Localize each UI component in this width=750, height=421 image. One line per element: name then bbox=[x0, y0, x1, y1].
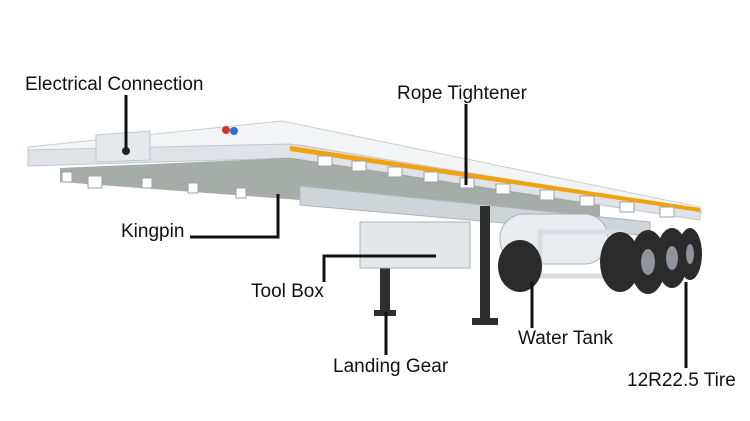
label-tire: 12R22.5 Tire bbox=[627, 370, 736, 391]
air-connector-red bbox=[222, 126, 230, 134]
electrical-connector bbox=[122, 147, 130, 155]
leader-tool-box bbox=[322, 254, 436, 282]
trailer-yellow-stripe bbox=[290, 146, 700, 212]
label-tool-box: Tool Box bbox=[251, 281, 324, 302]
label-water-tank: Water Tank bbox=[518, 328, 614, 349]
air-connector-blue bbox=[230, 127, 238, 135]
label-kingpin: Kingpin bbox=[121, 221, 185, 242]
landing-gear-foot-right bbox=[472, 318, 498, 325]
label-electrical-connection: Electrical Connection bbox=[25, 74, 204, 95]
tires bbox=[498, 228, 702, 294]
label-landing-gear: Landing Gear bbox=[333, 356, 449, 377]
label-rope-tightener: Rope Tightener bbox=[397, 83, 527, 104]
front-hooks bbox=[61, 171, 247, 199]
leader-lines bbox=[124, 95, 688, 368]
front-bulkhead bbox=[95, 130, 151, 163]
tool-box-shape bbox=[359, 221, 471, 269]
leader-kingpin bbox=[190, 194, 280, 239]
landing-gear-leg-right bbox=[480, 206, 490, 321]
